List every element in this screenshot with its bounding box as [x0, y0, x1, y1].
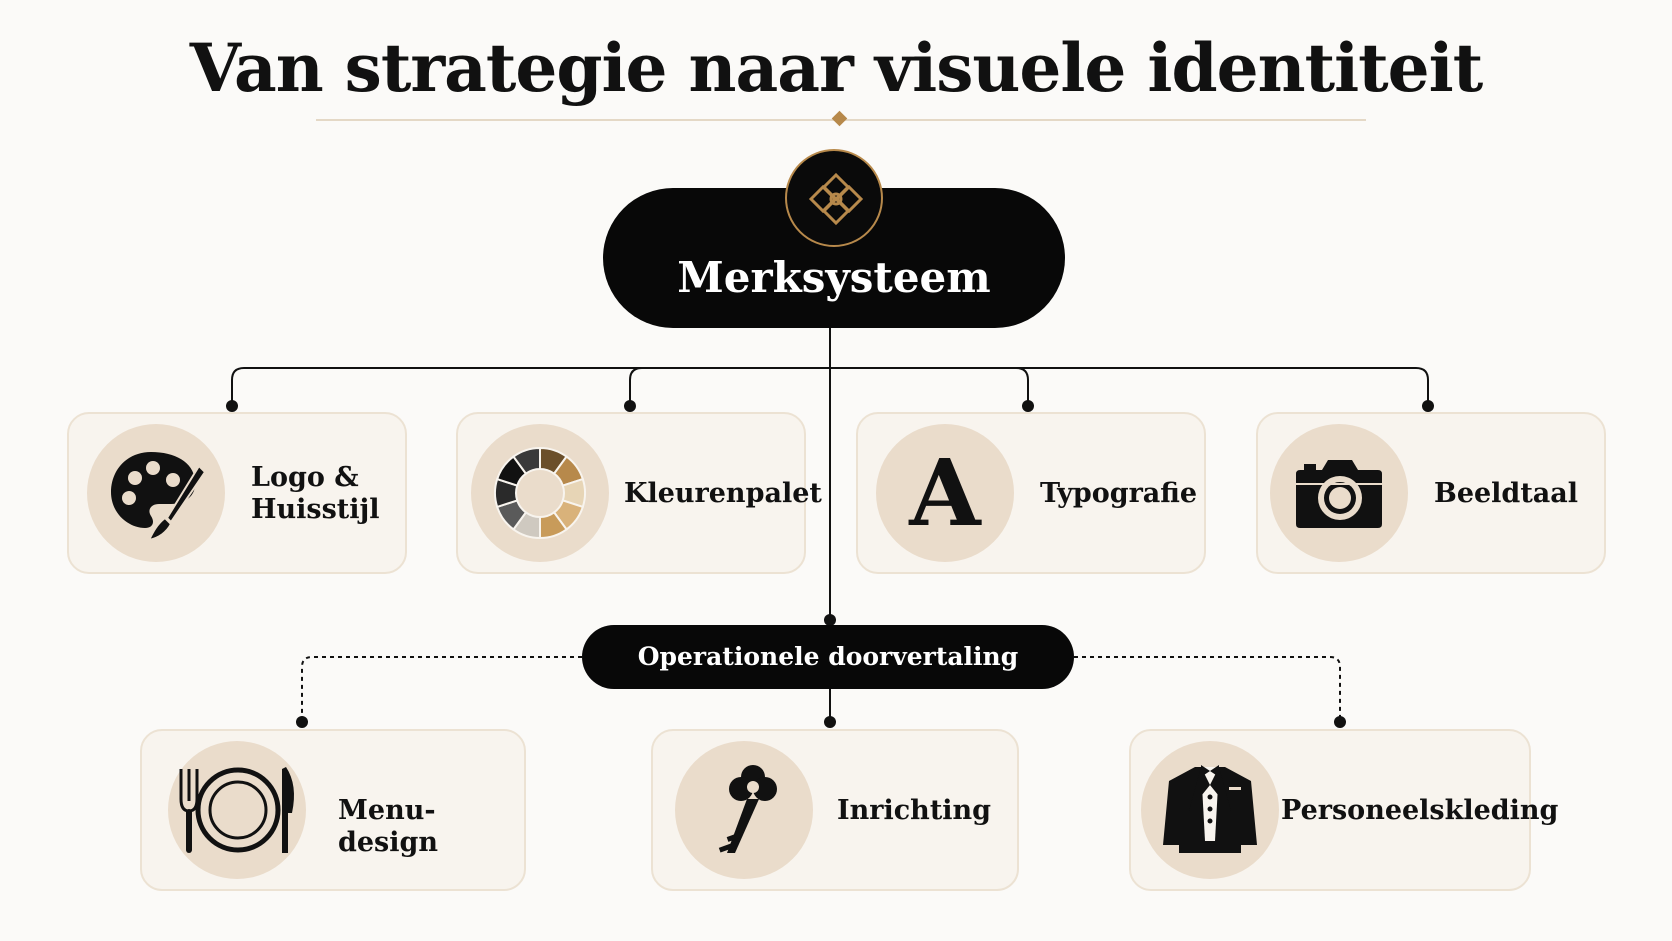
page-title: Van strategie naar visuele identiteit — [189, 29, 1483, 107]
pillar-label-line-2: Huisstijl — [251, 494, 380, 525]
letter-a-glyph: A — [909, 439, 981, 547]
pillar-label-typografie: Typografie — [1040, 478, 1198, 509]
operational-label-personeelskleding: Personeelskleding — [1281, 795, 1559, 826]
operational-label-inrichting: Inrichting — [837, 795, 992, 826]
operational-card-menu-design: Menu-design — [140, 729, 526, 891]
operational-card-personeelskleding: Personeelskleding — [1129, 729, 1558, 891]
pillar-label-logo: Logo & Huisstijl — [251, 462, 380, 526]
camera-icon — [1270, 424, 1408, 562]
key-icon — [675, 741, 813, 879]
pillar-card-kleurenpalet: Kleurenpalet — [456, 412, 822, 574]
pillar-card-typografie: A Typografie — [856, 412, 1206, 574]
letter-a-icon: A — [876, 424, 1014, 562]
root-label: Merksysteem — [677, 253, 991, 302]
plate-cutlery-icon — [168, 741, 306, 879]
operational-card-inrichting: Inrichting — [651, 729, 1019, 891]
operational-label-menu-design: Menu-design — [338, 795, 439, 858]
pillar-label-line-1: Logo & — [251, 462, 359, 493]
ornament-flower-icon — [785, 149, 883, 247]
pillar-label-beeldtaal: Beeldtaal — [1434, 478, 1579, 509]
title-divider — [316, 110, 1366, 127]
operational-label: Operationele doorvertaling — [637, 642, 1019, 671]
palette-brush-icon — [87, 424, 225, 562]
operational-node — [582, 625, 1074, 689]
pillar-card-beeldtaal: Beeldtaal — [1256, 412, 1606, 574]
pillar-card-logo-huisstijl: Logo & Huisstijl — [67, 412, 407, 574]
color-wheel-icon — [471, 424, 609, 562]
tuxedo-icon — [1141, 741, 1279, 879]
pillar-label-kleurenpalet: Kleurenpalet — [624, 478, 822, 509]
